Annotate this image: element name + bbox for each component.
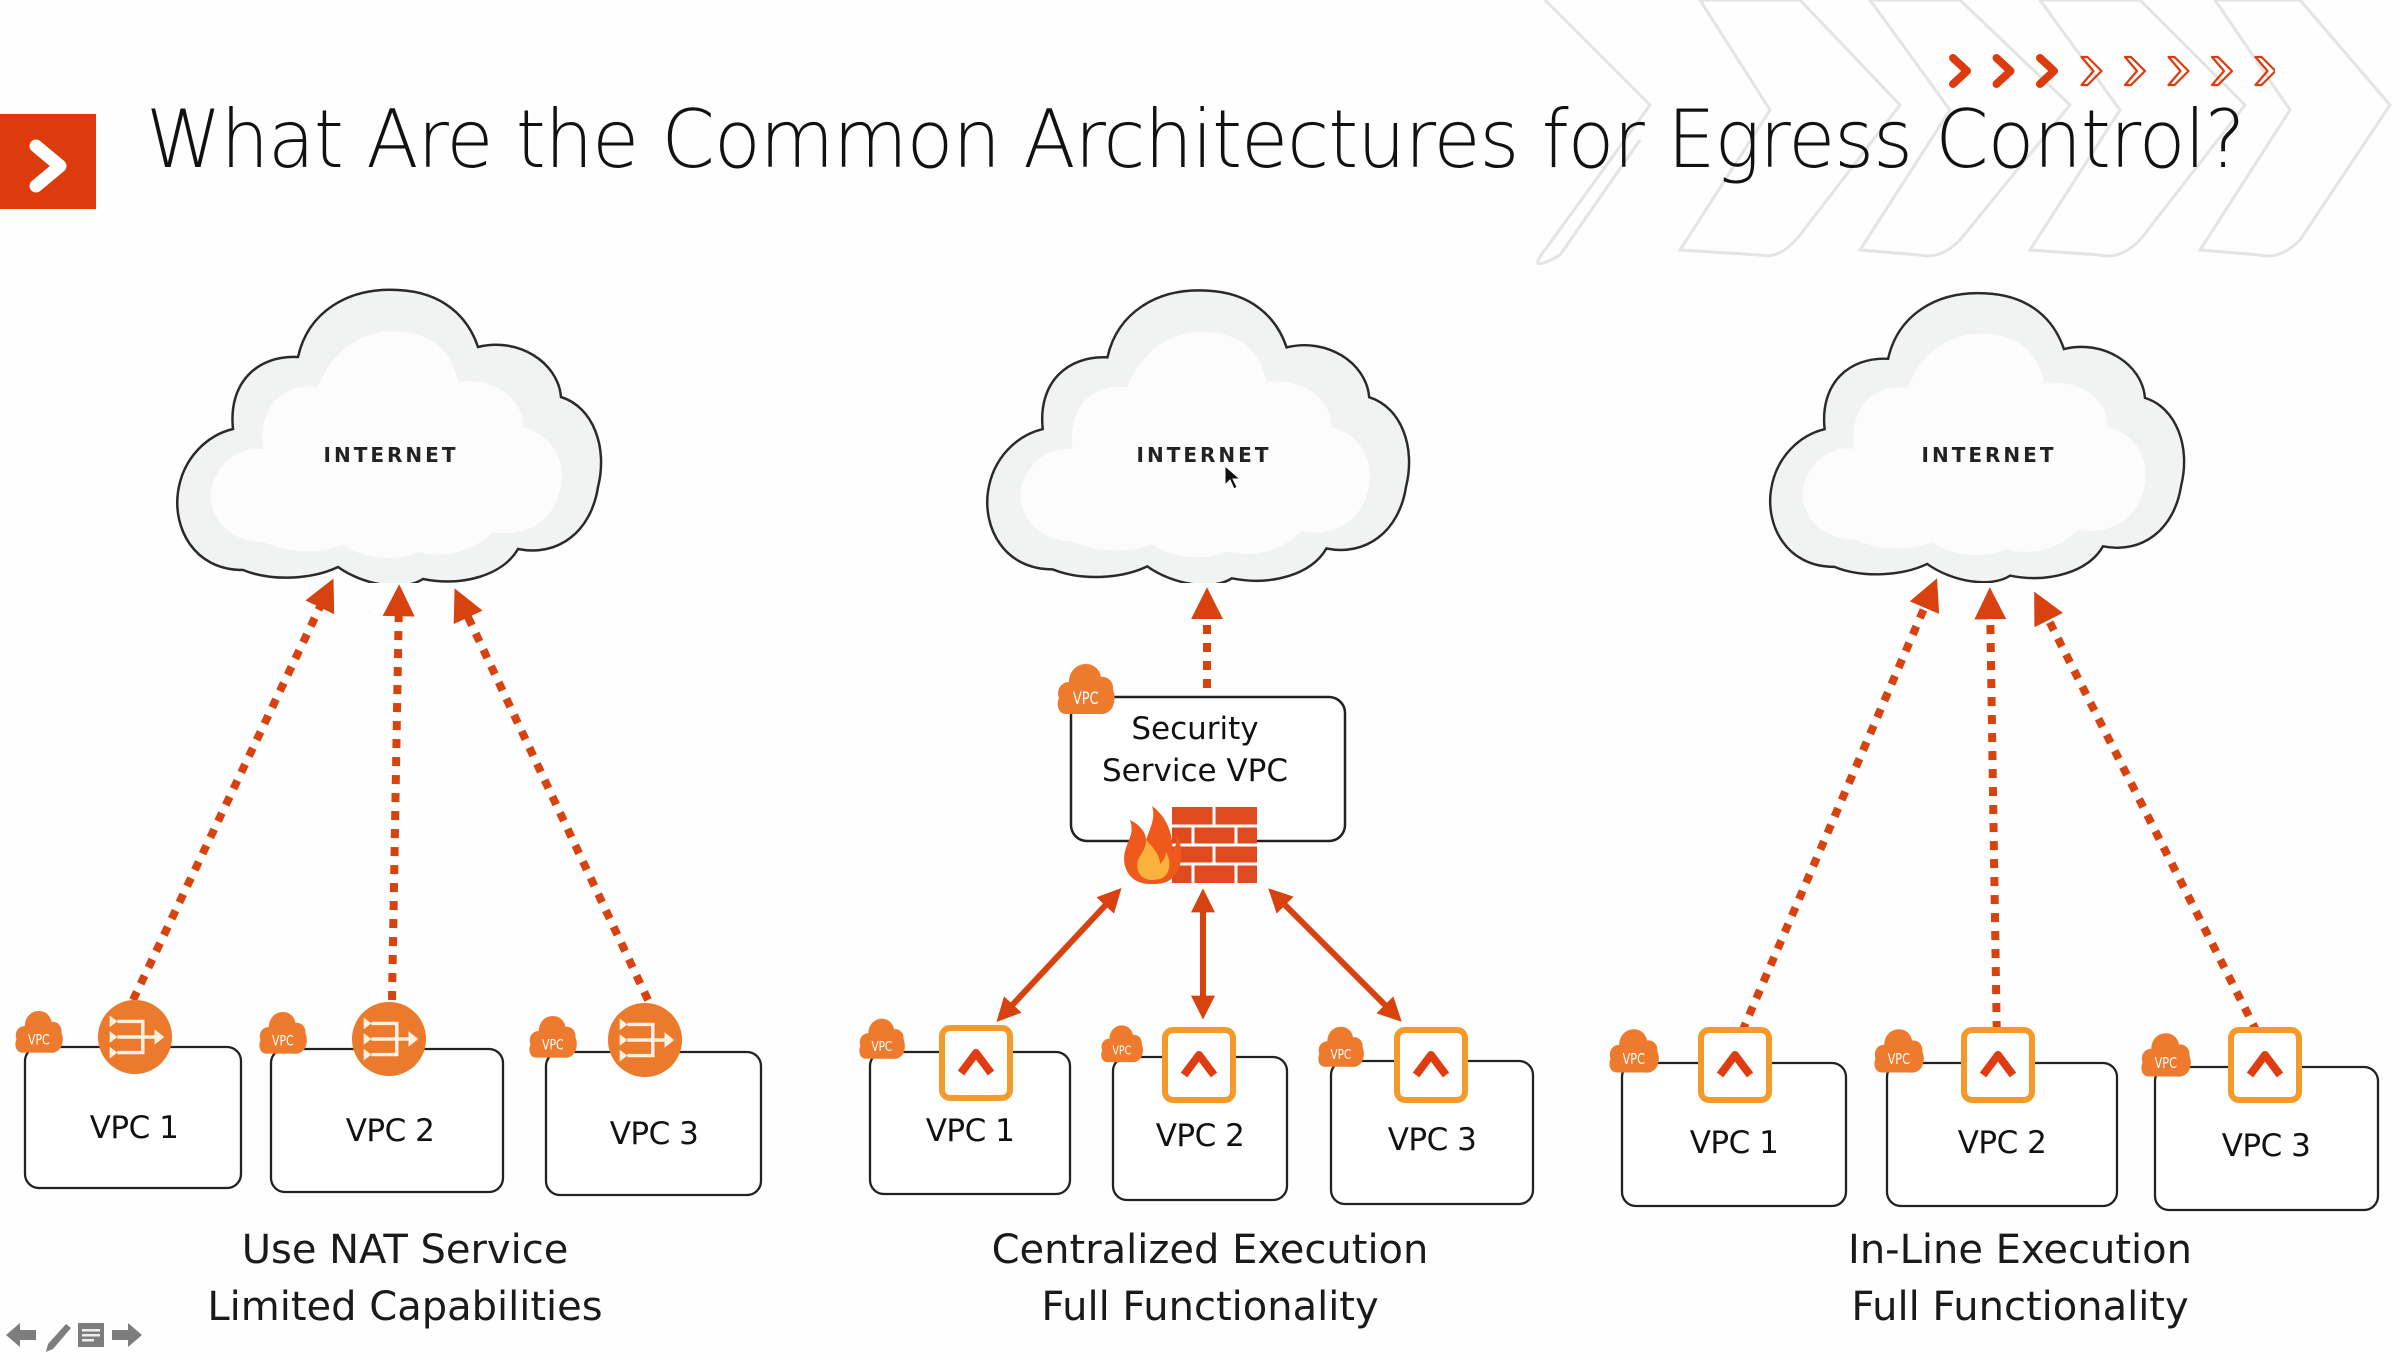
caption-line1: In-Line Execution	[1848, 1227, 2192, 1273]
progress-chevron-empty	[2167, 55, 2190, 87]
caption-line1: Use NAT Service	[241, 1227, 569, 1273]
menu-icon	[78, 1323, 104, 1347]
vpc-label: VPC 1	[1689, 1125, 1779, 1161]
inline-vpc3	[2141, 1030, 2380, 1212]
vpc-label: VPC 2	[1957, 1125, 2047, 1161]
vpc-badge-icon	[529, 1016, 577, 1058]
nat-vpc2	[259, 1000, 505, 1194]
progress-chevron-filled	[2036, 54, 2058, 88]
progress-chevron-filled	[1949, 54, 1971, 88]
inline-vpc2	[1874, 1029, 2119, 1208]
firewall-icon	[1124, 806, 1257, 884]
vpc-label: VPC 1	[89, 1110, 179, 1146]
inline-arrow-vpc2	[1974, 587, 2007, 1049]
caption-line2: Limited Capabilities	[207, 1284, 603, 1330]
gateway-icon	[1964, 1030, 2032, 1100]
nat-gateway-icon	[606, 1001, 684, 1079]
nat-arrow-vpc3	[453, 588, 652, 1002]
vpc-badge-icon	[1874, 1029, 1924, 1073]
centralized-vpc2	[1101, 1025, 1289, 1202]
nat-gateway-icon	[96, 998, 174, 1076]
caption-inline: In-Line Execution Full Functionality	[1848, 1222, 2192, 1336]
vpc-badge-icon	[2141, 1033, 2191, 1077]
centralized-arrow-vpc1	[996, 887, 1122, 1023]
progress-chevron-empty	[2080, 55, 2103, 87]
centralized-arrow-vpc3	[1268, 888, 1402, 1022]
vpc-label: VPC 1	[925, 1113, 1015, 1149]
internet-cloud-nat	[176, 288, 603, 583]
internet-cloud-centralized	[985, 289, 1411, 583]
vpc-label: VPC 3	[1387, 1122, 1477, 1158]
caption-line1: Centralized Execution	[991, 1227, 1429, 1273]
security-service-vpc-label: Security Service VPC	[1102, 708, 1288, 792]
caption-line2: Full Functionality	[1851, 1284, 2189, 1330]
centralized-vpc3	[1318, 1026, 1535, 1206]
bg-chevron-2	[1677, 0, 1902, 258]
vpc-badge-icon	[1318, 1026, 1364, 1067]
vpc-badge-icon	[859, 1018, 905, 1059]
title-accent-badge	[0, 114, 96, 209]
gateway-icon	[1701, 1030, 1769, 1100]
bg-chevron-5	[2197, 0, 2392, 258]
bg-chevron-1	[1536, 0, 1652, 266]
vpc-badge-icon	[15, 1011, 63, 1053]
arrow-left-icon	[6, 1323, 36, 1347]
nat-vpc3	[529, 1001, 763, 1197]
gateway-icon	[942, 1028, 1010, 1098]
inline-arrow-vpc1	[1731, 578, 1940, 1050]
vpc-badge-icon	[1101, 1025, 1143, 1063]
pen-tool-button[interactable]	[42, 1320, 72, 1359]
vpc-label: VPC 3	[609, 1116, 699, 1152]
security-label-line1: Security	[1131, 711, 1259, 747]
vpc-badge-icon	[1057, 664, 1115, 715]
gateway-icon	[1397, 1030, 1465, 1100]
next-slide-button[interactable]	[110, 1320, 144, 1359]
inline-vpc1	[1609, 1029, 1848, 1208]
bg-chevron-4	[2027, 0, 2247, 258]
nat-arrow-vpc1	[129, 578, 335, 1002]
bg-chevron-3	[1857, 0, 2073, 258]
caption-nat: Use NAT Service Limited Capabilities	[207, 1222, 602, 1336]
nat-gateway-icon	[350, 1000, 428, 1078]
centralized-vpc1	[859, 1018, 1072, 1196]
vpc-badge-icon	[1609, 1029, 1659, 1073]
caption-centralized: Centralized Execution Full Functionality	[992, 1222, 1429, 1336]
mouse-cursor-icon	[1224, 465, 1242, 490]
vpc-label: VPC 3	[2221, 1128, 2311, 1164]
nat-arrow-vpc2	[382, 584, 415, 1001]
previous-slide-button[interactable]	[4, 1320, 38, 1359]
internet-label: INTERNET	[323, 443, 459, 467]
vpc-label: VPC 2	[1155, 1118, 1245, 1154]
progress-chevron-empty	[2210, 55, 2234, 87]
security-label-line2: Service VPC	[1102, 753, 1288, 789]
vpc-label: VPC 2	[345, 1113, 435, 1149]
gateway-icon	[2231, 1030, 2299, 1100]
slideshow-nav-controls	[4, 1320, 144, 1359]
progress-chevrons	[1949, 54, 2275, 88]
vpc-badge-icon	[259, 1012, 307, 1054]
chevron-right-icon	[29, 139, 67, 193]
progress-chevron-empty	[2123, 55, 2147, 87]
internet-cloud-inline	[1768, 291, 2186, 583]
caption-line2: Full Functionality	[1041, 1284, 1379, 1330]
arrow-right-icon	[112, 1323, 142, 1347]
progress-chevron-empty	[2254, 55, 2275, 87]
inline-arrow-vpc3	[2034, 591, 2269, 1050]
nat-vpc1	[15, 998, 243, 1190]
pencil-icon	[46, 1324, 71, 1352]
slide-title: What Are the Common Architectures for Eg…	[146, 93, 2245, 186]
progress-chevron-filled	[1992, 54, 2015, 88]
slide-menu-button[interactable]	[76, 1320, 106, 1359]
internet-label: INTERNET	[1136, 443, 1272, 467]
internet-label: INTERNET	[1921, 443, 2057, 467]
gateway-icon	[1165, 1030, 1233, 1100]
